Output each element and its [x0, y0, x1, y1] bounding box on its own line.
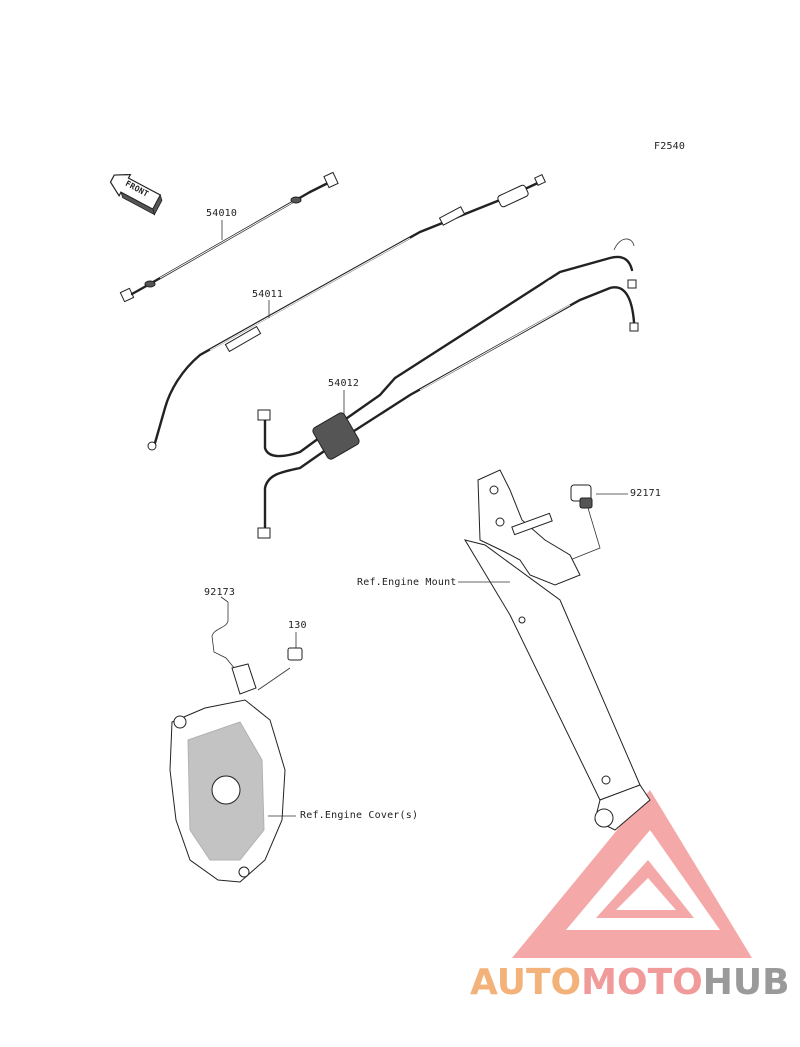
- cable-54012: [257, 238, 639, 539]
- watermark-part-3: HUB: [702, 962, 790, 1003]
- engine-mount-bracket: [458, 469, 651, 831]
- clamp-92171: [569, 484, 628, 561]
- spring-hook-92173: [211, 596, 257, 695]
- watermark-part-2: MOTO: [581, 962, 703, 1003]
- label-ref-engine-mount: Ref.Engine Mount: [357, 577, 457, 588]
- bolt-130: [257, 632, 303, 691]
- label-92171: 92171: [630, 488, 662, 499]
- watermark-part-1: AUTO: [470, 962, 582, 1003]
- front-arrow-icon: [109, 173, 163, 216]
- label-130: 130: [288, 620, 307, 631]
- label-54011: 54011: [252, 289, 284, 300]
- label-54012: 54012: [328, 378, 360, 389]
- figure-code: F2540: [654, 141, 686, 152]
- label-92173: 92173: [204, 587, 236, 598]
- cable-54011: [147, 174, 546, 451]
- watermark-text: AUTOMOTOHUB: [470, 962, 790, 1003]
- engine-cover: [169, 699, 296, 883]
- label-54010: 54010: [206, 208, 238, 219]
- cable-54010: [119, 171, 339, 303]
- label-ref-engine-cover: Ref.Engine Cover(s): [300, 810, 419, 821]
